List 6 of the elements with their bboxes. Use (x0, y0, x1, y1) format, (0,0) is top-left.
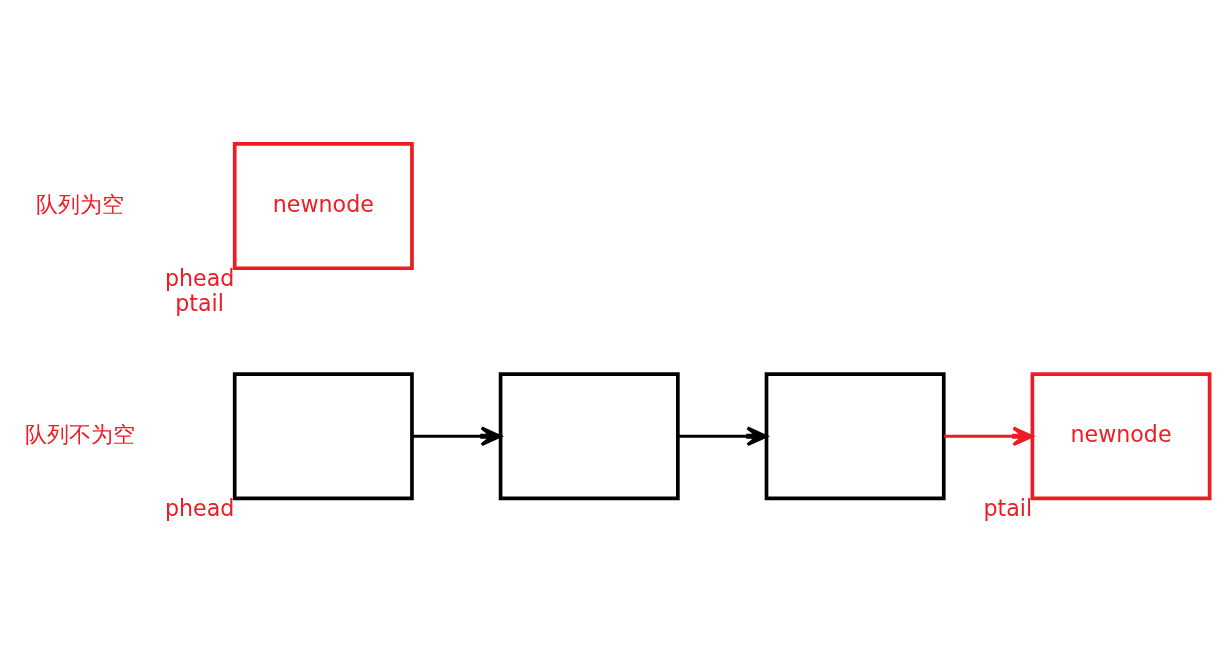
node-label: ptail (983, 495, 1033, 522)
node-label: phead (164, 495, 235, 522)
label: 队列不为空 (25, 420, 136, 447)
node-label: phead (164, 264, 235, 291)
node-label: ptail (175, 289, 224, 316)
label: 队列为空 (36, 190, 125, 217)
